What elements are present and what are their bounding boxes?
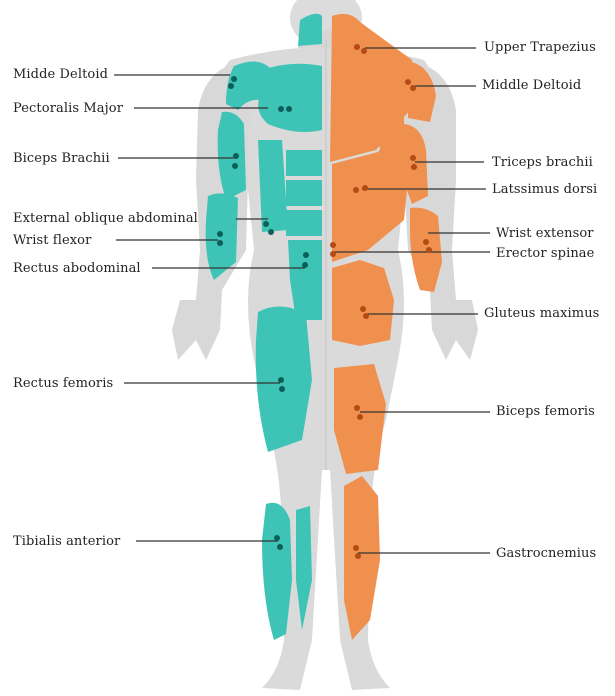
label-external-oblique: External oblique abdominal	[13, 211, 198, 227]
label-wrist-extensor: Wrist extensor	[496, 226, 594, 242]
label-latissimus-dorsi: Latssimus dorsi	[492, 182, 597, 198]
label-biceps-brachii: Biceps Brachii	[13, 151, 110, 167]
label-upper-trapezius: Upper Trapezius	[484, 40, 596, 56]
label-wrist-flexor: Wrist flexor	[13, 233, 91, 249]
label-tibialis-anterior: Tibialis anterior	[13, 534, 120, 550]
label-middle-deltoid-front: Midde Deltoid	[13, 67, 108, 83]
label-rectus-abdominal: Rectus abodominal	[13, 261, 141, 277]
label-middle-deltoid-back: Middle Deltoid	[482, 78, 581, 94]
label-gluteus-maximus: Gluteus maximus	[484, 306, 599, 322]
label-triceps-brachii: Triceps brachii	[492, 155, 593, 171]
label-biceps-femoris: Biceps femoris	[496, 404, 595, 420]
label-pectoralis-major: Pectoralis Major	[13, 101, 123, 117]
label-rectus-femoris: Rectus femoris	[13, 376, 113, 392]
back-muscles	[330, 14, 442, 640]
label-erector-spinae: Erector spinae	[496, 246, 594, 262]
label-gastrocnemius: Gastrocnemius	[496, 546, 596, 562]
